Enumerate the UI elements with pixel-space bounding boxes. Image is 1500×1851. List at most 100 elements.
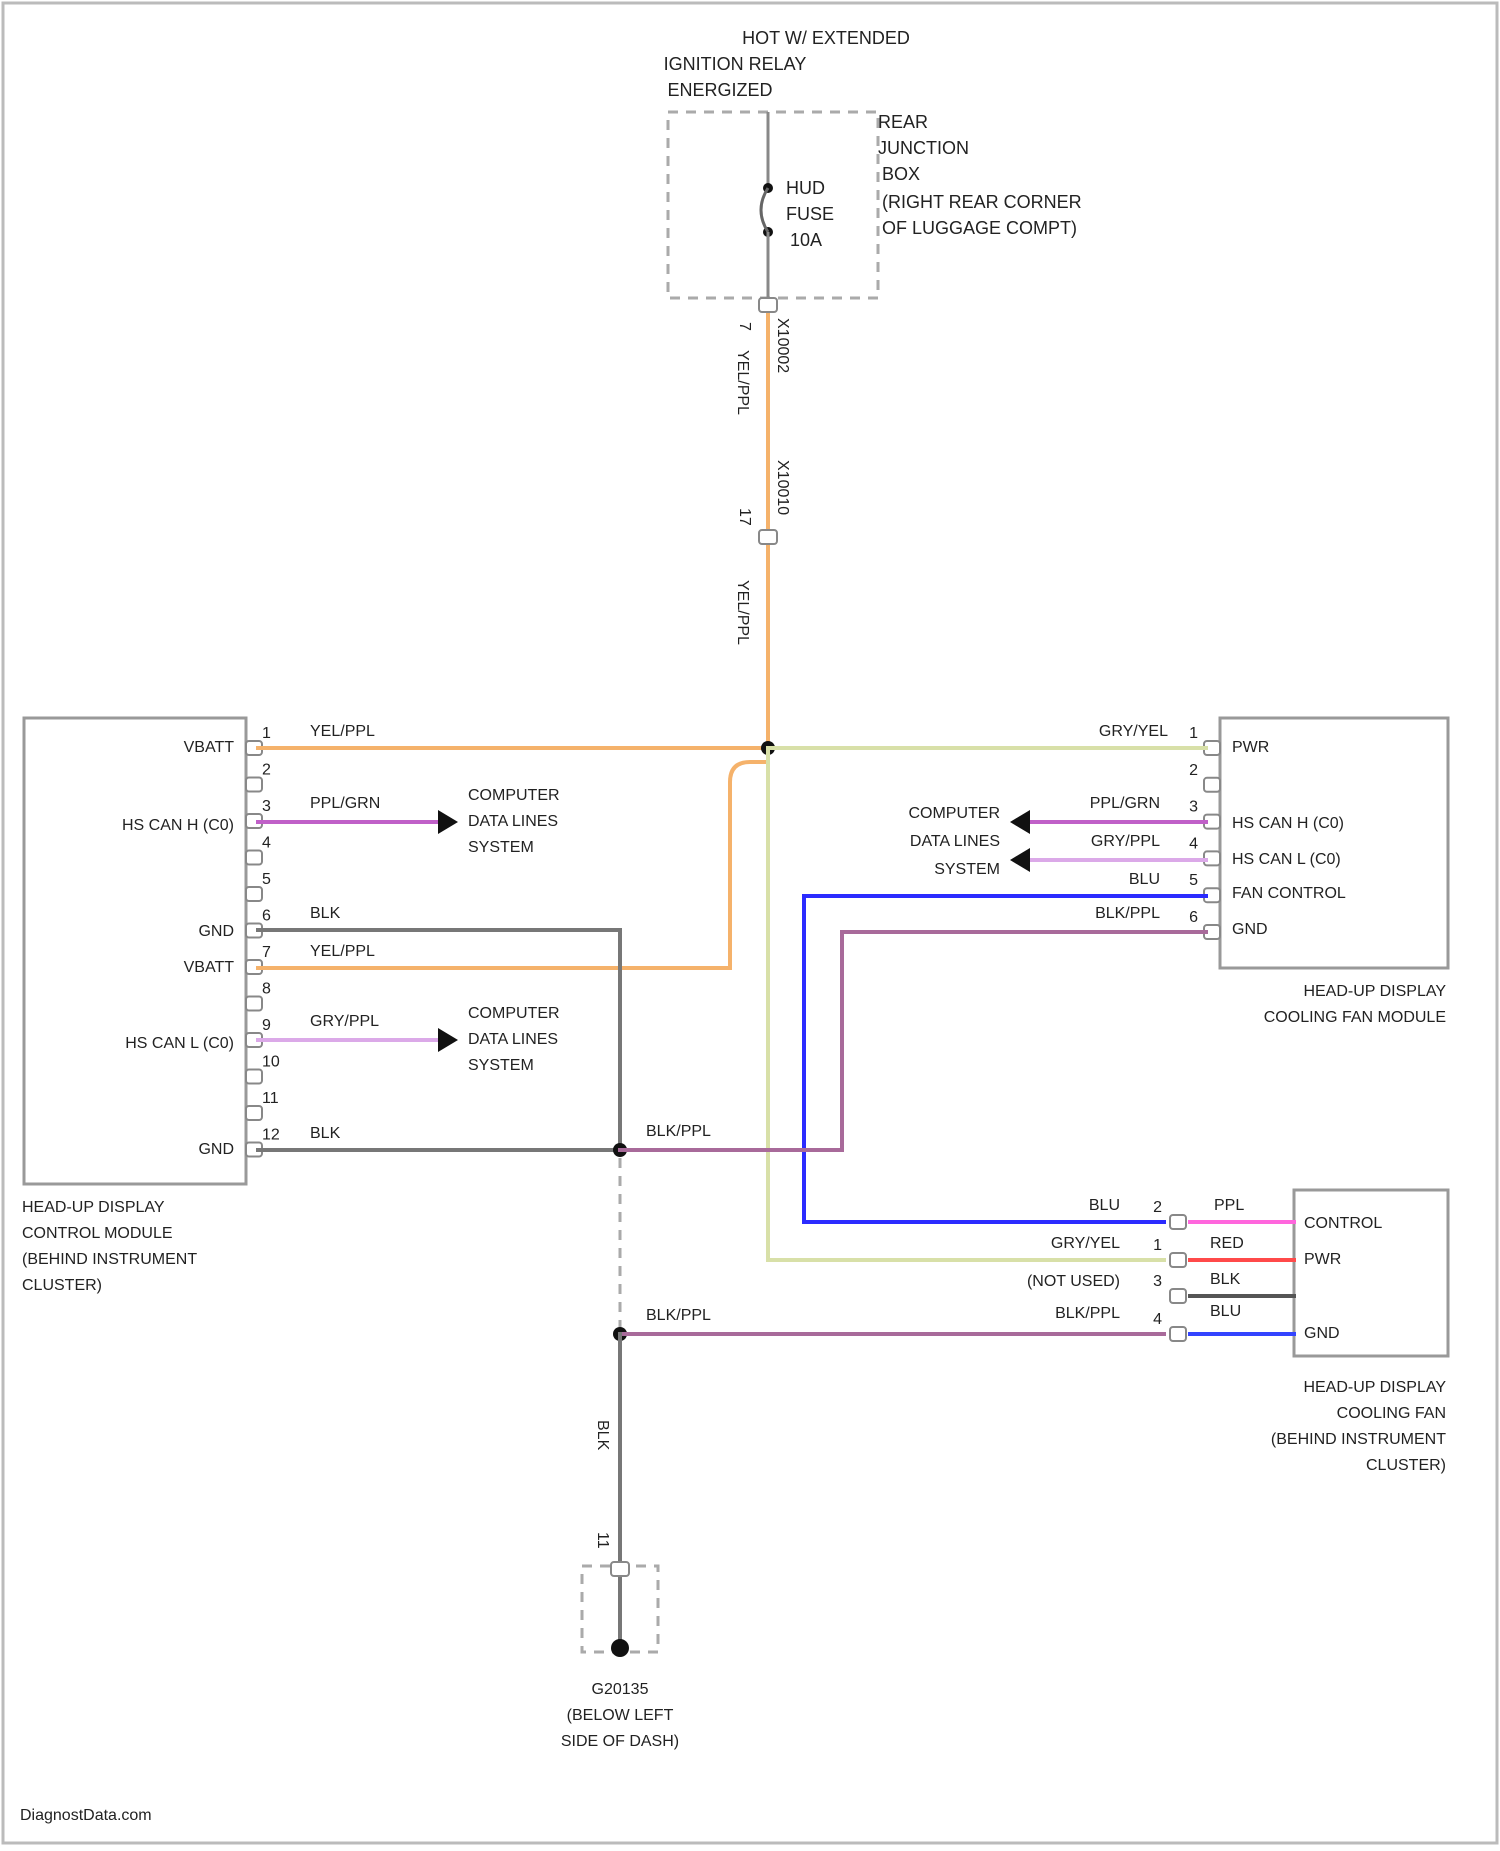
ground-point-icon: [611, 1639, 629, 1657]
cf-label-gnd: GND: [1304, 1325, 1340, 1342]
splice-wire-label: BLK/PPL: [646, 1123, 711, 1140]
connector-lower-label: X10010: [774, 460, 791, 515]
fm-pin3-wire-label: PPL/GRN: [1090, 795, 1160, 812]
cm-pin-2-number: 2: [262, 762, 271, 779]
cm-pin-8-number: 8: [262, 981, 271, 998]
fm-label-hs-can-l: HS CAN L (C0): [1232, 851, 1341, 868]
cf-label-pwr: PWR: [1304, 1251, 1341, 1268]
cm-pin-5-number: 5: [262, 871, 271, 888]
ground-connector-pin: [611, 1562, 629, 1576]
fm-data-lines-c: SYSTEM: [934, 861, 1000, 878]
fm-label-pwr: PWR: [1232, 739, 1269, 756]
fuse-label-2: FUSE: [786, 204, 834, 224]
cm-data-lines-1c: SYSTEM: [468, 839, 534, 856]
cf-caption-3: (BEHIND INSTRUMENT: [1271, 1431, 1446, 1448]
cm-pin7-wire-label: YEL/PPL: [310, 943, 375, 960]
junction-box-label-2: JUNCTION: [878, 138, 969, 158]
cm-pin-1-number: 1: [262, 725, 271, 742]
cm-pin6-wire-label: BLK: [310, 905, 341, 922]
fm-pin4-wire-label: GRY/PPL: [1091, 833, 1160, 850]
cf-caption-1: HEAD-UP DISPLAY: [1303, 1379, 1446, 1396]
splice-wire-lower-label: BLK/PPL: [646, 1307, 711, 1324]
cm-pin-11-number: 11: [262, 1090, 279, 1107]
cf-right-label-c: BLK: [1210, 1271, 1241, 1288]
cm-pin-12-number: 12: [262, 1127, 280, 1144]
cf-pin-3-number: 3: [1153, 1273, 1162, 1290]
ground-caption-1: G20135: [592, 1681, 649, 1698]
fm-label-hs-can-h: HS CAN H (C0): [1232, 815, 1344, 832]
power-title-1: HOT W/ EXTENDED: [742, 28, 910, 48]
connector-pin-mid: [759, 530, 777, 544]
cm-pin-10-terminal: [246, 1070, 262, 1084]
fm-pin5-wire-label: BLU: [1129, 871, 1160, 888]
cf-pin-2-number: 2: [1153, 1199, 1162, 1216]
cf-pin-4-number: 4: [1153, 1311, 1162, 1328]
cf-right-label-b: RED: [1210, 1235, 1244, 1252]
fm-pin-6-number: 6: [1189, 909, 1198, 926]
ground-caption-2: (BELOW LEFT: [567, 1707, 674, 1724]
ground-wire-label: BLK: [594, 1420, 611, 1451]
fm-pin-4-number: 4: [1189, 835, 1198, 852]
cm-label-gnd1: GND: [198, 923, 234, 940]
fuse-label-3: 10A: [790, 230, 822, 250]
fm-caption-1: HEAD-UP DISPLAY: [1303, 983, 1446, 1000]
cf-pin4-left-label: BLK/PPL: [1055, 1305, 1120, 1322]
cf-pin3-left-label: (NOT USED): [1027, 1273, 1120, 1290]
cm-pin-4-number: 4: [262, 835, 271, 852]
pin-top-label: 7: [736, 322, 753, 331]
power-title-3: ENERGIZED: [667, 80, 772, 100]
cm-pin-9-number: 9: [262, 1017, 271, 1034]
cm-data-lines-1a: COMPUTER: [468, 787, 560, 804]
fm-caption-2: COOLING FAN MODULE: [1264, 1009, 1446, 1026]
fm-label-fan-control: FAN CONTROL: [1232, 885, 1346, 902]
connector-upper-label: X10002: [774, 318, 791, 373]
cm-pin-6-number: 6: [262, 908, 271, 925]
fm-data-lines-a: COMPUTER: [908, 805, 1000, 822]
ground-caption-3: SIDE OF DASH): [561, 1733, 679, 1750]
cf-label-control: CONTROL: [1304, 1215, 1382, 1232]
cm-label-hs-can-h: HS CAN H (C0): [122, 817, 234, 834]
cm-caption-1: HEAD-UP DISPLAY: [22, 1199, 165, 1216]
cm-label-gnd2: GND: [198, 1141, 234, 1158]
cf-right-label-a: PPL: [1214, 1197, 1244, 1214]
cf-caption-2: COOLING FAN: [1337, 1405, 1446, 1422]
watermark: DiagnostData.com: [20, 1807, 152, 1824]
fm-pin-1-number: 1: [1189, 725, 1198, 742]
cm-caption-2: CONTROL MODULE: [22, 1225, 173, 1242]
junction-box-label-4: (RIGHT REAR CORNER: [882, 192, 1082, 212]
cm-data-lines-2c: SYSTEM: [468, 1057, 534, 1074]
junction-box-label-1: REAR: [878, 112, 928, 132]
cm-label-vbatt2: VBATT: [184, 959, 235, 976]
cm-pin3-wire-label: PPL/GRN: [310, 795, 380, 812]
cm-pin-2-terminal: [246, 778, 262, 792]
cm-data-lines-2b: DATA LINES: [468, 1031, 558, 1048]
cm-data-lines-2a: COMPUTER: [468, 1005, 560, 1022]
fm-pin-2-number: 2: [1189, 762, 1198, 779]
fm-pin6-wire-label: BLK/PPL: [1095, 905, 1160, 922]
cf-pin-3-terminal: [1170, 1289, 1186, 1303]
cf-pin2-left-label: BLU: [1089, 1197, 1120, 1214]
cf-pin-4-terminal: [1170, 1327, 1186, 1341]
fm-data-lines-b: DATA LINES: [910, 833, 1000, 850]
wire-label-upper: YEL/PPL: [734, 350, 751, 415]
cm-pin-11-terminal: [246, 1106, 262, 1120]
wire-label-lower: YEL/PPL: [734, 580, 751, 645]
cm-pin-8-terminal: [246, 997, 262, 1011]
fm-pin-3-number: 3: [1189, 799, 1198, 816]
fuse-label-1: HUD: [786, 178, 825, 198]
cm-pin9-wire-label: GRY/PPL: [310, 1013, 379, 1030]
cm-pin-10-number: 10: [262, 1054, 280, 1071]
cm-data-lines-1b: DATA LINES: [468, 813, 558, 830]
cm-caption-4: CLUSTER): [22, 1277, 102, 1294]
junction-box-label-3: BOX: [882, 164, 920, 184]
cm-pin-7-number: 7: [262, 944, 271, 961]
pin-mid-label: 17: [736, 508, 753, 526]
cf-pin-1-terminal: [1170, 1253, 1186, 1267]
cm-caption-3: (BEHIND INSTRUMENT: [22, 1251, 197, 1268]
cf-right-label-d: BLU: [1210, 1303, 1241, 1320]
cf-pin-2-terminal: [1170, 1215, 1186, 1229]
ground-pin-label: 11: [594, 1532, 611, 1549]
fm-pin1-wire-label: GRY/YEL: [1099, 723, 1168, 740]
cm-pin-5-terminal: [246, 887, 262, 901]
